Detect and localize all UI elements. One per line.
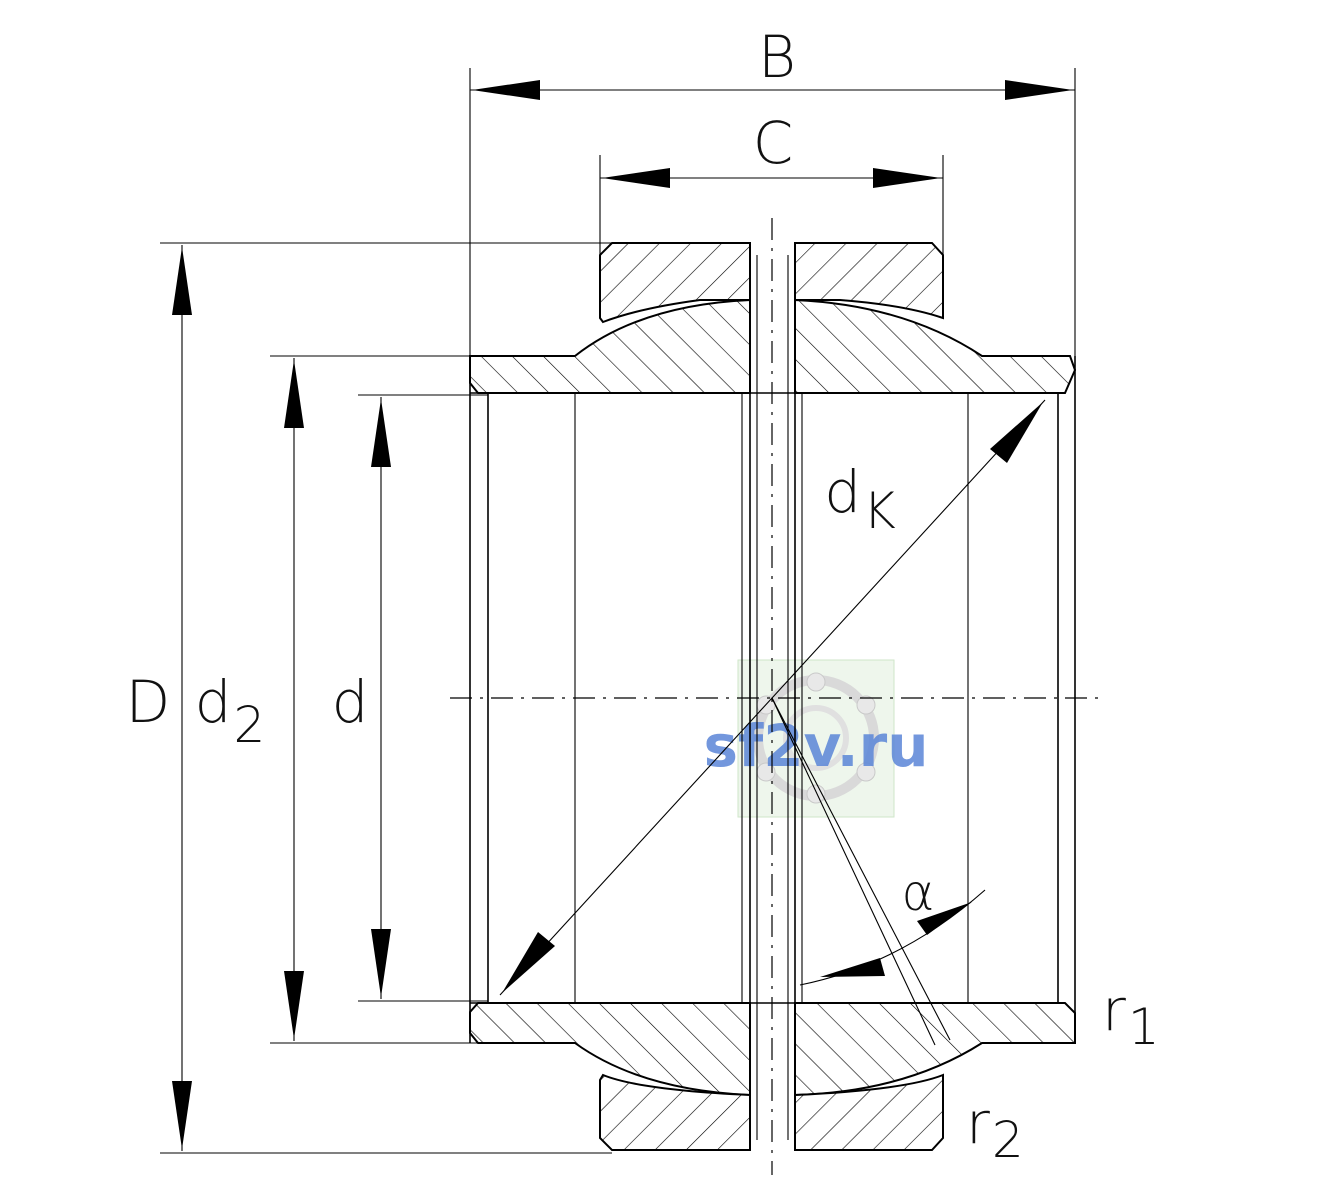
angle-alpha: α [771,697,986,1046]
label-b: B [758,23,796,91]
inner-ring-lower [469,1002,1076,1097]
dimension-d-bore: d [332,394,488,1002]
dimension-d-outer: D [126,242,612,1154]
center-lines [450,218,1100,1175]
lube-groove [741,243,803,1150]
dimension-c: C [599,109,944,255]
label-d: d [332,668,369,736]
label-r2: r2 [966,1089,1024,1169]
label-alpha: α [902,864,935,922]
outer-ring-lower [599,1073,944,1151]
label-D: D [126,668,171,736]
label-r2-group: r2 [966,1089,1024,1169]
dimension-b: B [469,23,1076,356]
inner-ring-upper [469,298,1077,394]
label-r1: r1 [1102,976,1160,1056]
label-r1-group: r1 [1102,976,1160,1056]
dimension-dk: dK [499,399,1046,996]
bore-lines [469,356,1076,1043]
outer-ring-upper [599,242,944,324]
watermark-text: sf2v.ru [703,712,928,780]
dimension-d2: d2 [195,355,575,1044]
label-d2: d2 [195,668,266,754]
label-dk: dK [824,458,896,540]
label-c: C [753,109,794,177]
watermark: sf2v.ru [703,659,929,818]
